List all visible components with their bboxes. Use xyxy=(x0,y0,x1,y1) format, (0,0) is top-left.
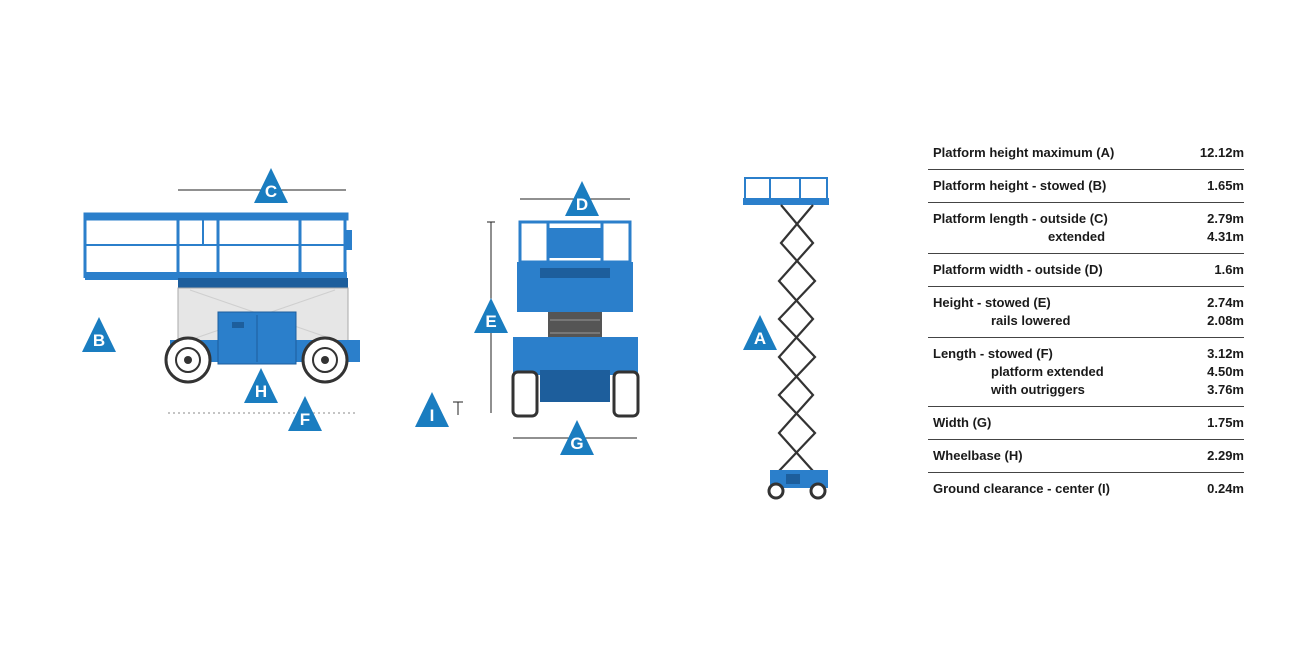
spec-label: Length - stowed (F) xyxy=(933,346,1053,361)
marker-g: G xyxy=(560,420,594,455)
marker-b: B xyxy=(82,317,116,352)
marker-a: A xyxy=(743,315,777,350)
spec-label: Width (G) xyxy=(933,415,992,430)
svg-text:B: B xyxy=(93,331,105,350)
side-wheel-right xyxy=(301,336,349,384)
spec-row: Ground clearance - center (I) 0.24m xyxy=(928,473,1244,505)
marker-h: H xyxy=(244,368,278,403)
spec-row: Wheelbase (H) 2.29m xyxy=(928,440,1244,473)
side-view xyxy=(83,189,463,415)
svg-text:A: A xyxy=(754,329,766,348)
spec-line: Length - stowed (F) 3.12m xyxy=(933,345,1244,363)
spec-label: Platform length - outside (C) xyxy=(933,211,1108,226)
spec-line: Ground clearance - center (I) 0.24m xyxy=(933,480,1244,498)
spec-row: Platform height - stowed (B) 1.65m xyxy=(928,170,1244,203)
spec-label: Ground clearance - center (I) xyxy=(933,481,1110,496)
spec-label: platform extended xyxy=(991,364,1104,379)
spec-line: Platform width - outside (D) 1.6m xyxy=(933,261,1244,279)
spec-line: Height - stowed (E) 2.74m xyxy=(933,294,1244,312)
svg-text:D: D xyxy=(576,195,588,214)
spec-label: Height - stowed (E) xyxy=(933,295,1051,310)
svg-text:F: F xyxy=(300,410,310,429)
spec-line: Wheelbase (H) 2.29m xyxy=(933,447,1244,465)
spec-value: 3.76m xyxy=(1207,382,1244,397)
spec-line: Platform length - outside (C) 2.79m xyxy=(933,210,1244,228)
spec-value: 2.74m xyxy=(1207,295,1244,310)
spec-line: rails lowered 2.08m xyxy=(933,312,1244,330)
spec-line: Platform height - stowed (B) 1.65m xyxy=(933,177,1244,195)
spec-value: 12.12m xyxy=(1199,145,1244,160)
spec-value: 0.24m xyxy=(1207,481,1244,496)
spec-label: Platform height - stowed (B) xyxy=(933,178,1107,193)
front-chassis xyxy=(513,337,638,375)
side-wheel-left xyxy=(164,336,212,384)
spec-row: Width (G) 1.75m xyxy=(928,407,1244,440)
front-tire-right xyxy=(612,370,640,418)
spec-value: 2.79m xyxy=(1207,211,1244,226)
side-platform-deck xyxy=(85,272,347,280)
front-view xyxy=(487,198,640,439)
spec-line: Width (G) 1.75m xyxy=(933,414,1244,432)
extended-view xyxy=(743,177,829,500)
spec-line: Platform height maximum (A) 12.12m xyxy=(933,144,1244,162)
marker-e: E xyxy=(474,298,508,333)
spec-value: 1.65m xyxy=(1207,178,1244,193)
marker-d: D xyxy=(565,181,599,216)
marker-f: F xyxy=(288,396,322,431)
spec-row: Platform height maximum (A) 12.12m xyxy=(928,137,1244,170)
spec-row: Platform length - outside (C) 2.79m extend… xyxy=(928,203,1244,254)
spec-value: 2.29m xyxy=(1207,448,1244,463)
spec-line: with outriggers 3.76m xyxy=(933,381,1244,399)
spec-value: 4.50m xyxy=(1207,364,1244,379)
spec-value: 2.08m xyxy=(1207,313,1244,328)
spec-label: extended xyxy=(1048,229,1106,244)
front-tire-left xyxy=(511,370,539,418)
spec-row: Length - stowed (F) 3.12m platform extende… xyxy=(928,338,1244,407)
spec-value: 1.6m xyxy=(1214,262,1244,277)
svg-text:G: G xyxy=(570,434,583,453)
svg-text:C: C xyxy=(265,182,277,201)
spec-label: Wheelbase (H) xyxy=(933,448,1023,463)
spec-value: 1.75m xyxy=(1207,415,1244,430)
spec-label: rails lowered xyxy=(991,313,1071,328)
spec-label: Platform height maximum (A) xyxy=(933,145,1115,160)
marker-i: I xyxy=(415,392,449,427)
extended-scissor-arms xyxy=(777,204,817,472)
spec-value: 3.12m xyxy=(1207,346,1244,361)
marker-c: C xyxy=(254,168,288,203)
svg-text:H: H xyxy=(255,382,267,401)
spec-line: extended 4.31m xyxy=(933,228,1244,246)
svg-text:I: I xyxy=(430,406,435,425)
spec-label: with outriggers xyxy=(991,382,1085,397)
spec-row: Height - stowed (E) 2.74m rails lowered 2.0… xyxy=(928,287,1244,338)
spec-line: platform extended 4.50m xyxy=(933,363,1244,381)
spec-row: Platform width - outside (D) 1.6m xyxy=(928,254,1244,287)
svg-text:E: E xyxy=(485,312,496,331)
side-platform-rail xyxy=(83,212,349,278)
spec-label: Platform width - outside (D) xyxy=(933,262,1103,277)
spec-value: 4.31m xyxy=(1207,229,1244,244)
